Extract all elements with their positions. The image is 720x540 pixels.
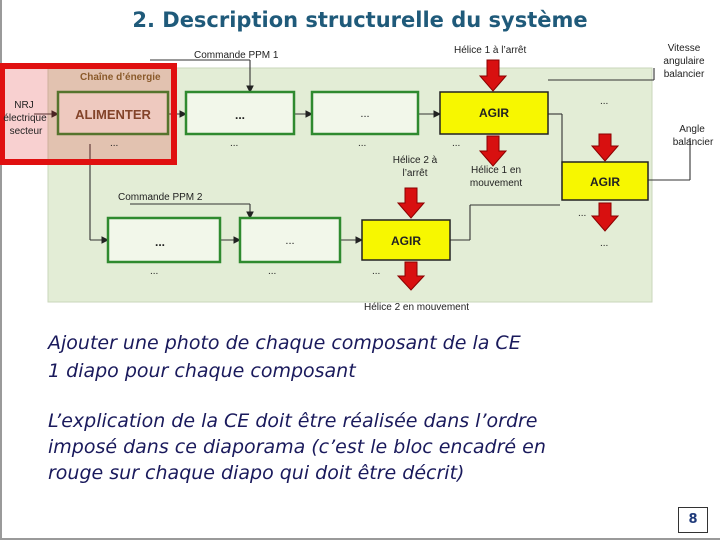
slide-frame-left: [0, 0, 2, 540]
row2-below-1: ...: [150, 266, 159, 277]
structure-diagram: ALIMENTER ... ... AGIR AGIR ... ... AGIR: [0, 59, 691, 303]
block-agir-1: [439, 91, 549, 135]
arrow-helice1-arret: [478, 59, 508, 92]
block-alimenter-label: ALIMENTER: [75, 107, 151, 122]
row2-below-2: ...: [268, 266, 277, 277]
block-agir-1-label: AGIR: [479, 106, 509, 120]
block-row2-1-label: ...: [155, 235, 165, 249]
row1-below-1: ...: [110, 138, 119, 149]
row1-below-4: ...: [452, 138, 461, 149]
page-number: 8: [678, 507, 708, 533]
helice1-mvt-line1: Hélice 1 en: [470, 165, 522, 176]
block-row2-2-label: ...: [285, 235, 294, 247]
helice2-mvt-label: Hélice 2 en mouvement: [364, 302, 470, 313]
note-line5: rouge sur chaque diapo qui doit être déc…: [48, 462, 465, 484]
input-nrj-line2: électrique: [3, 113, 47, 124]
block-row1-3-label: ...: [360, 108, 369, 120]
highlight-frame: [0, 63, 177, 165]
vitesse-line1: Vitesse: [667, 43, 701, 54]
row2-below-3: ...: [372, 266, 381, 277]
row1-below-3: ...: [358, 138, 367, 149]
command-ppm1-label: Commande PPM 1: [194, 50, 279, 61]
block-alimenter: [56, 90, 170, 136]
row1-below-2: ...: [230, 138, 239, 149]
block-row1-3: [310, 90, 420, 136]
input-nrj-line1: NRJ: [14, 100, 34, 111]
arrow-helice1-mvt: [478, 135, 508, 167]
block-row1-2-label: ...: [235, 108, 245, 122]
angle-line1: Angle: [679, 124, 705, 135]
row1-right-top: ...: [600, 96, 609, 107]
arrow-agir2-in: [590, 133, 620, 162]
note-line3: L’explication de la CE doit être réalisé…: [48, 410, 538, 432]
block-agir-3: [361, 219, 451, 261]
arrow-agir2-out: [590, 202, 620, 232]
command-ppm2-label: Commande PPM 2: [118, 192, 203, 203]
block-row2-1: [106, 216, 222, 264]
block-agir-3-label: AGIR: [391, 234, 421, 248]
block-row1-2: [184, 90, 296, 136]
slide-frame-bottom: [0, 538, 720, 540]
slide-title: 2. Description structurelle du système: [132, 8, 588, 32]
helice2-arret-line2: l’arrêt: [402, 168, 428, 179]
arrow-helice2-mvt: [396, 261, 426, 291]
block-agir-2-label: AGIR: [590, 175, 620, 189]
energy-chain-label: Chaîne d’énergie: [80, 72, 161, 83]
note-line2: 1 diapo pour chaque composant: [48, 360, 356, 382]
agir2-below: ...: [578, 208, 587, 219]
input-nrj-line3: secteur: [9, 126, 43, 137]
helice1-mvt-line2: mouvement: [469, 178, 523, 189]
vitesse-line3: balancier: [663, 69, 705, 80]
angle-line2: balancier: [672, 137, 714, 148]
arrow-helice2-arret: [396, 187, 426, 219]
vitesse-line2: angulaire: [663, 56, 705, 67]
helice1-arret-label: Hélice 1 à l’arrêt: [454, 45, 527, 56]
block-row2-2: [238, 216, 342, 264]
helice2-arret-line1: Hélice 2 à: [392, 155, 438, 166]
note-line1: Ajouter une photo de chaque composant de…: [48, 332, 521, 354]
block-agir-2: [561, 161, 649, 201]
red-arrows: [396, 59, 620, 291]
note-line4: imposé dans ce diaporama (c’est le bloc …: [48, 436, 546, 458]
right-low: ...: [600, 238, 609, 249]
